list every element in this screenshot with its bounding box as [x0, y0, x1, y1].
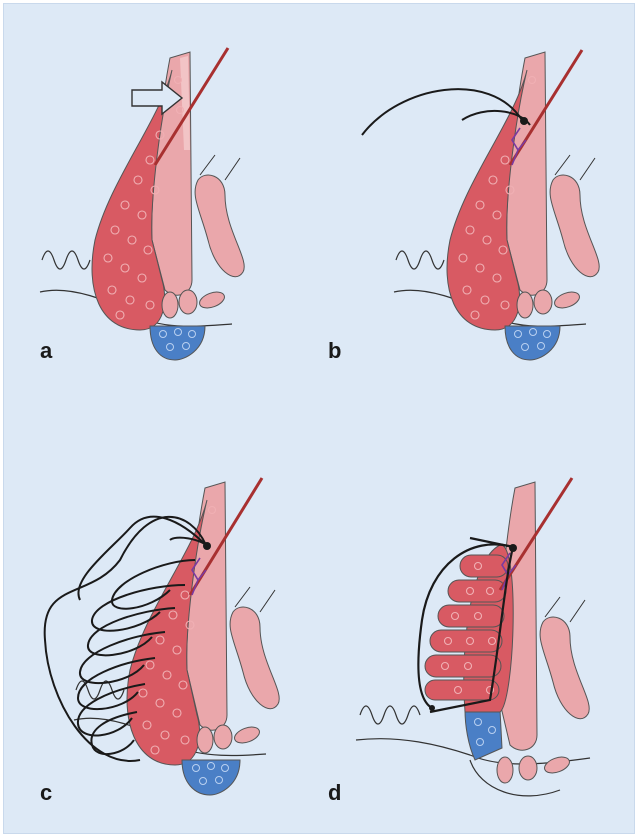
right-organ — [195, 175, 244, 277]
small-oval — [197, 289, 226, 311]
panel-label-a: a — [40, 338, 53, 363]
wavy-line — [360, 706, 420, 724]
wavy-line — [42, 251, 90, 269]
panel-c — [45, 478, 280, 795]
panel-label-d: d — [328, 780, 341, 805]
panel-d — [356, 478, 590, 796]
panel-a — [40, 48, 244, 360]
suture — [362, 89, 522, 135]
panel-label-c: c — [40, 780, 52, 805]
blue-stain — [465, 710, 502, 760]
panel-label-b: b — [328, 338, 341, 363]
blue-stain — [150, 326, 205, 360]
panel-b — [362, 50, 599, 360]
small-oval — [162, 292, 178, 318]
small-oval — [179, 290, 197, 314]
